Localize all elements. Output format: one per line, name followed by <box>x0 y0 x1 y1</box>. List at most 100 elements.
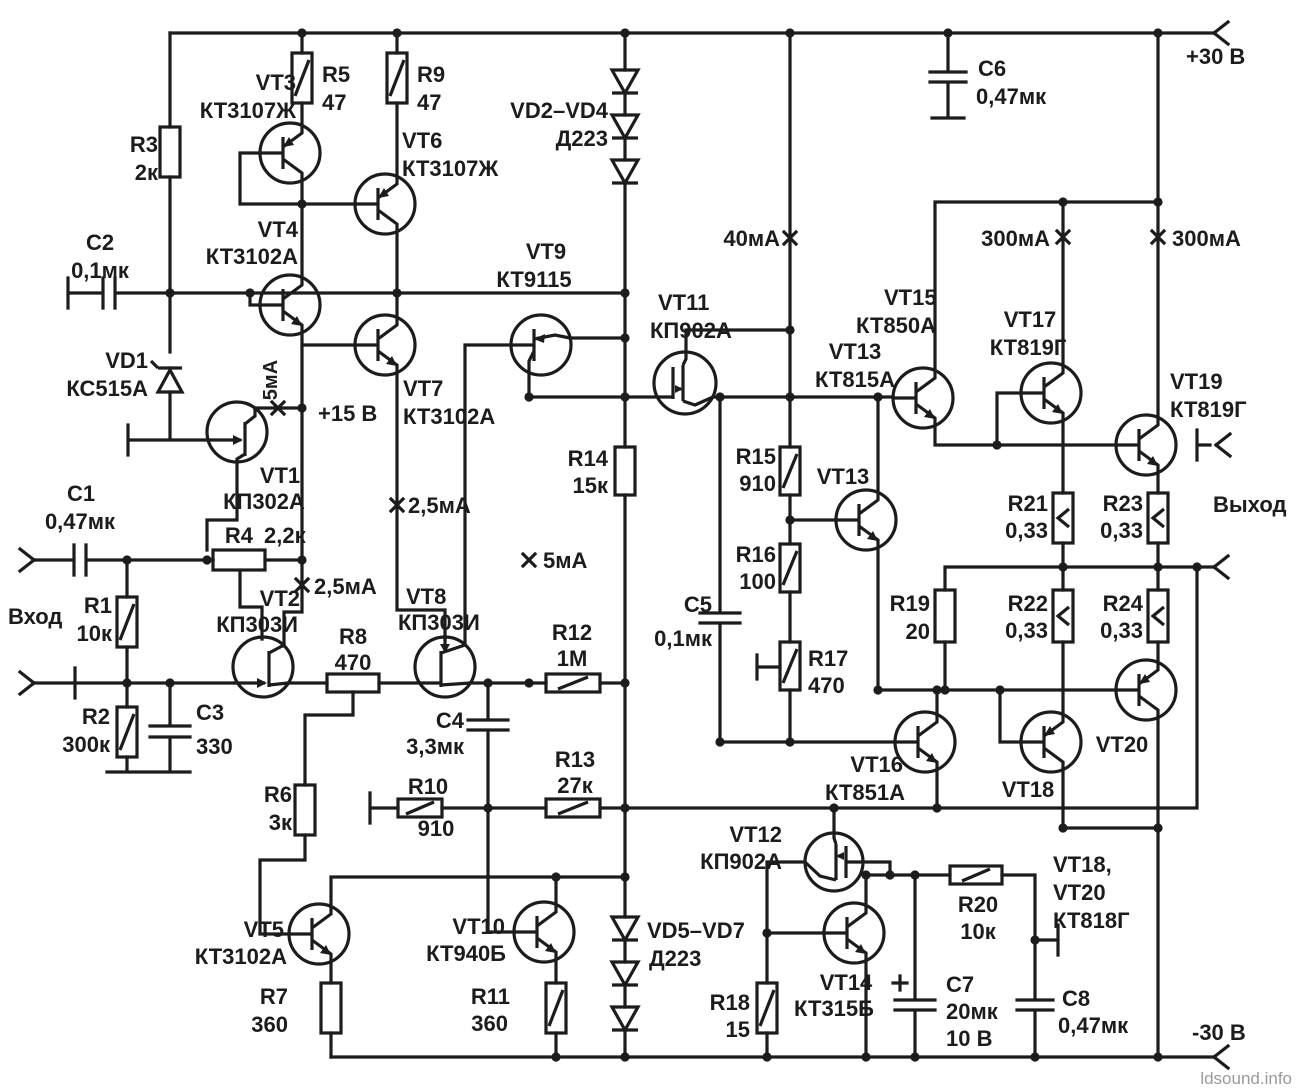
junction-dots <box>122 28 1202 1062</box>
VT6-transistor <box>353 172 417 236</box>
VT9-ref: VT9 <box>526 239 566 264</box>
VT11-val: КП902А <box>650 318 732 343</box>
output-terminal <box>1211 553 1231 581</box>
VD5-7-val: Д223 <box>649 946 701 971</box>
VD2-diode <box>610 68 640 95</box>
watermark: ldsound.info <box>1200 1069 1292 1088</box>
R4-body <box>211 548 267 572</box>
VT3-val: КТ3107Ж <box>200 98 296 123</box>
VT11-transistor <box>652 350 718 416</box>
VT10-ref: VT10 <box>452 914 505 939</box>
VD1-val: КС515А <box>66 376 148 401</box>
R19-body <box>933 588 957 644</box>
VT3-ref: VT3 <box>256 70 296 95</box>
R13-ref: R13 <box>555 747 595 772</box>
R21-ref: R21 <box>1008 491 1048 516</box>
R6-ref: R6 <box>264 782 292 807</box>
R19-ref: R19 <box>890 591 930 616</box>
C7-val2: 10 В <box>946 1026 992 1051</box>
VT19-transistor <box>1114 413 1178 477</box>
VD7-diode <box>610 1005 640 1032</box>
current-left: 300мА <box>981 226 1050 251</box>
VT8-ref: VT8 <box>406 584 446 609</box>
R16-val: 100 <box>739 569 776 594</box>
R16-ref: R16 <box>736 542 776 567</box>
VT1-val: КП302А <box>223 489 305 514</box>
input-label: Вход <box>8 604 62 629</box>
VT10-val: КТ940Б <box>426 941 506 966</box>
current-bias: 40мА <box>723 226 780 251</box>
R9-body <box>385 51 409 105</box>
R12-val: 1М <box>557 646 588 671</box>
diodes <box>149 68 640 1032</box>
VT14-transistor <box>822 901 886 965</box>
R22-ref: R22 <box>1008 591 1048 616</box>
R8-ref: R8 <box>339 624 367 649</box>
VT12-ref: VT12 <box>729 822 782 847</box>
R8-body <box>325 672 381 694</box>
VT18-20-l3: КТ818Г <box>1053 908 1130 933</box>
VT18-transistor <box>1019 710 1083 774</box>
VT14-val: КТ315Б <box>794 996 874 1021</box>
VD4-diode <box>610 158 640 185</box>
VT7-ref: VT7 <box>403 376 443 401</box>
VT13b-ref: VT13 <box>817 464 870 489</box>
C7-ref: C7 <box>946 972 974 997</box>
R18-ref: R18 <box>710 990 750 1015</box>
VT19-val: КТ819Г <box>1170 397 1247 422</box>
R5-val: 47 <box>322 90 346 115</box>
R22-val: 0,33 <box>1005 618 1048 643</box>
R7-val: 360 <box>251 1012 288 1037</box>
VT4-transistor <box>258 273 322 337</box>
C2-val: 0,1мк <box>71 258 130 283</box>
VT4-ref: VT4 <box>258 217 299 242</box>
R20-body <box>948 864 1004 886</box>
R15-val: 910 <box>739 471 776 496</box>
R1-val: 10к <box>77 621 113 646</box>
VT3-transistor <box>258 121 322 185</box>
R10-body <box>396 797 444 819</box>
VT4-val: КТ3102А <box>206 244 298 269</box>
R19-val: 20 <box>906 619 930 644</box>
power-neg-label: -30 В <box>1192 1020 1246 1045</box>
VT15-val: КТ850А <box>856 313 936 338</box>
R24-body <box>1146 588 1170 644</box>
R17-val: 470 <box>808 673 845 698</box>
C4-val: 3,3мк <box>406 734 465 759</box>
VT17-ref: VT17 <box>1004 307 1057 332</box>
R13-body <box>544 797 602 819</box>
VT13-ref: VT13 <box>829 339 882 364</box>
VT1-ref: VT1 <box>260 463 300 488</box>
VT8-val: КП303И <box>398 610 480 635</box>
R7-ref: R7 <box>260 984 288 1009</box>
R14-ref: R14 <box>568 446 609 471</box>
R13-val: 27к <box>557 773 593 798</box>
R23-val: 0,33 <box>1100 518 1143 543</box>
R1-body <box>115 595 139 649</box>
R15-body <box>778 445 802 497</box>
R17-ref: R17 <box>808 646 848 671</box>
R7-body <box>319 981 343 1035</box>
VT17-transistor <box>1019 361 1083 425</box>
R6-body <box>293 783 317 837</box>
C1-val: 0,47мк <box>45 509 116 534</box>
R9-ref: R9 <box>417 62 445 87</box>
VT17-val: КТ819Г <box>990 335 1067 360</box>
R21-body <box>1051 491 1075 545</box>
output-terminal-upper <box>1213 431 1233 459</box>
R5-body <box>290 51 314 105</box>
current-x-vt9 <box>521 552 537 568</box>
output-label: Выход <box>1213 492 1287 517</box>
VT15-ref: VT15 <box>884 285 937 310</box>
R20-val: 10к <box>960 919 996 944</box>
R24-ref: R24 <box>1103 591 1144 616</box>
VT16-val: КТ851А <box>825 780 905 805</box>
VT16-ref: VT16 <box>850 752 903 777</box>
current-vt4: 5мА <box>260 360 282 400</box>
VT15-transistor <box>891 366 955 430</box>
VT11-ref: VT11 <box>658 290 709 315</box>
R5-ref: R5 <box>322 62 350 87</box>
C1-ref: C1 <box>67 481 95 506</box>
VT14-ref: VT14 <box>820 970 873 995</box>
VT5-val: КТ3102А <box>195 944 287 969</box>
